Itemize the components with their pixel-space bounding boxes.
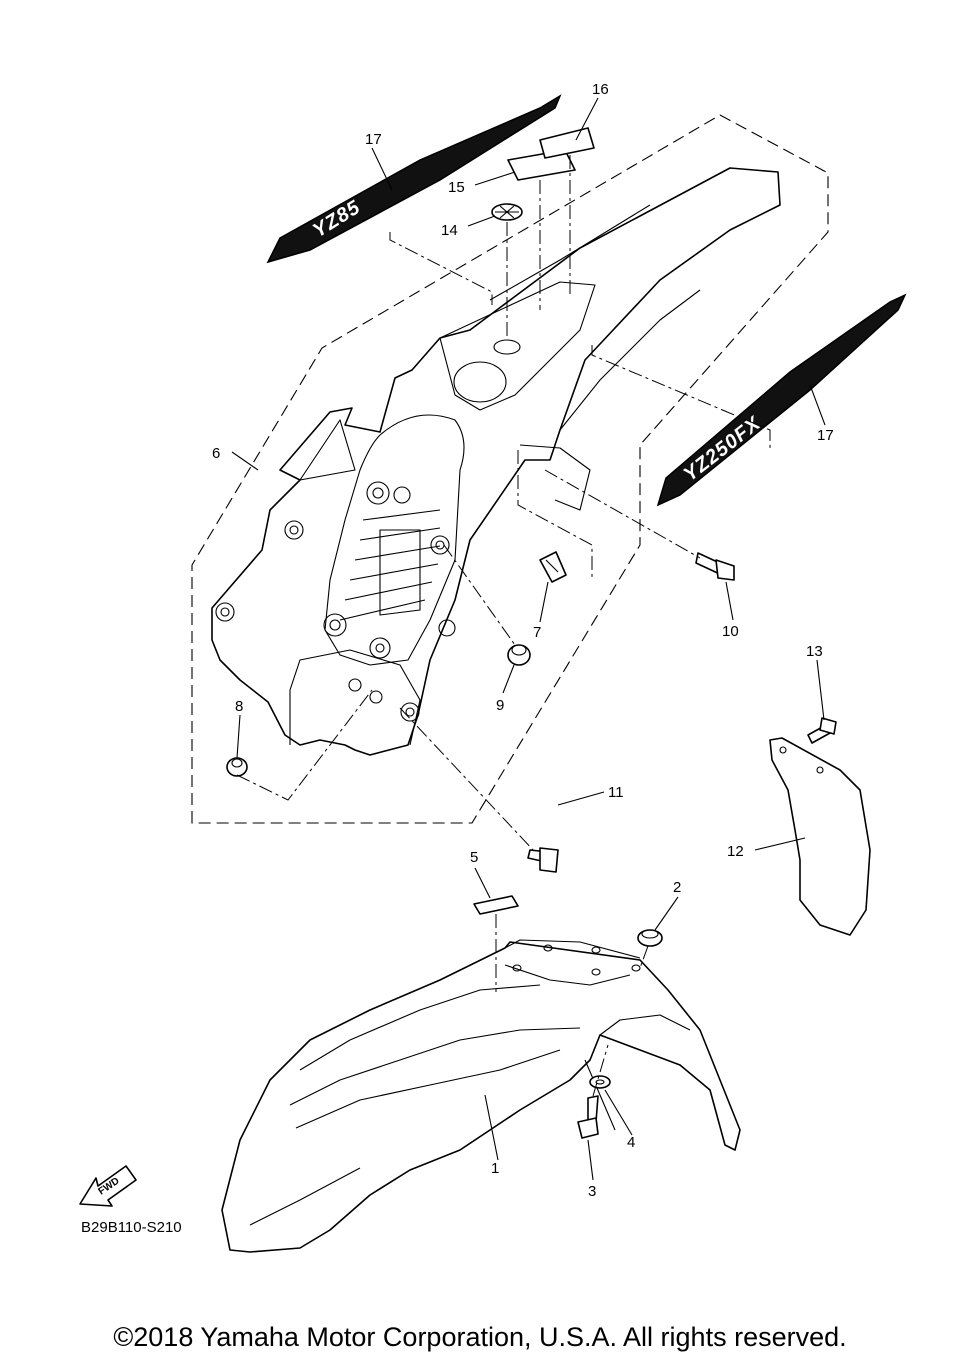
bolt-10	[695, 552, 735, 581]
rear-fender-assembly-boundary	[191, 114, 829, 824]
callout-10: 10	[722, 623, 739, 640]
callout-16: 16	[592, 81, 609, 98]
screw-13	[807, 717, 837, 744]
assembly-line-17-right	[591, 345, 771, 448]
collar-8	[226, 757, 248, 777]
callout-11: 11	[608, 784, 624, 801]
callout-5: 5	[470, 849, 478, 866]
assembly-line-10	[544, 469, 701, 559]
callout-15: 15	[448, 179, 465, 196]
bolt-11	[527, 847, 559, 873]
fwd-arrow-icon: FWD	[79, 1165, 137, 1207]
callout-4: 4	[627, 1134, 635, 1151]
grommet-2	[637, 929, 663, 947]
bolt-3	[577, 1095, 599, 1139]
label-16	[539, 127, 595, 159]
diagram-code: B29B110-S210	[81, 1219, 182, 1236]
decal-right: YZ250FX	[656, 293, 907, 507]
assembly-line-9	[443, 544, 516, 646]
callout-17-left: 17	[365, 131, 382, 148]
callout-1: 1	[491, 1160, 499, 1177]
callout-7: 7	[533, 624, 541, 641]
label-5	[473, 895, 519, 915]
nut-7	[539, 551, 567, 583]
callout-13: 13	[806, 643, 823, 660]
copyright-notice: ©2018 Yamaha Motor Corporation, U.S.A. A…	[113, 1322, 847, 1352]
mud-flap	[769, 737, 871, 936]
assembly-line-11	[399, 707, 536, 853]
washer-4	[589, 1075, 611, 1089]
grommet-9	[507, 644, 531, 666]
callout-9: 9	[496, 697, 504, 714]
assembly-line-8	[236, 689, 373, 801]
front-fender	[221, 939, 741, 1253]
callout-3: 3	[588, 1183, 596, 1200]
rear-fender	[211, 167, 781, 756]
callout-8: 8	[235, 698, 243, 715]
assembly-line-3	[592, 1044, 609, 1097]
callout-12: 12	[727, 843, 744, 860]
callout-14: 14	[441, 222, 458, 239]
callout-17-right: 17	[817, 427, 834, 444]
callout-2: 2	[673, 879, 681, 896]
emblem	[491, 203, 523, 221]
assembly-line-7	[517, 450, 593, 580]
assembly-line-2	[639, 945, 649, 969]
callout-6: 6	[212, 445, 220, 462]
assembly-line-17-left	[389, 232, 493, 305]
decal-left: YZ85	[266, 94, 562, 264]
leader-lines	[231, 97, 826, 1181]
